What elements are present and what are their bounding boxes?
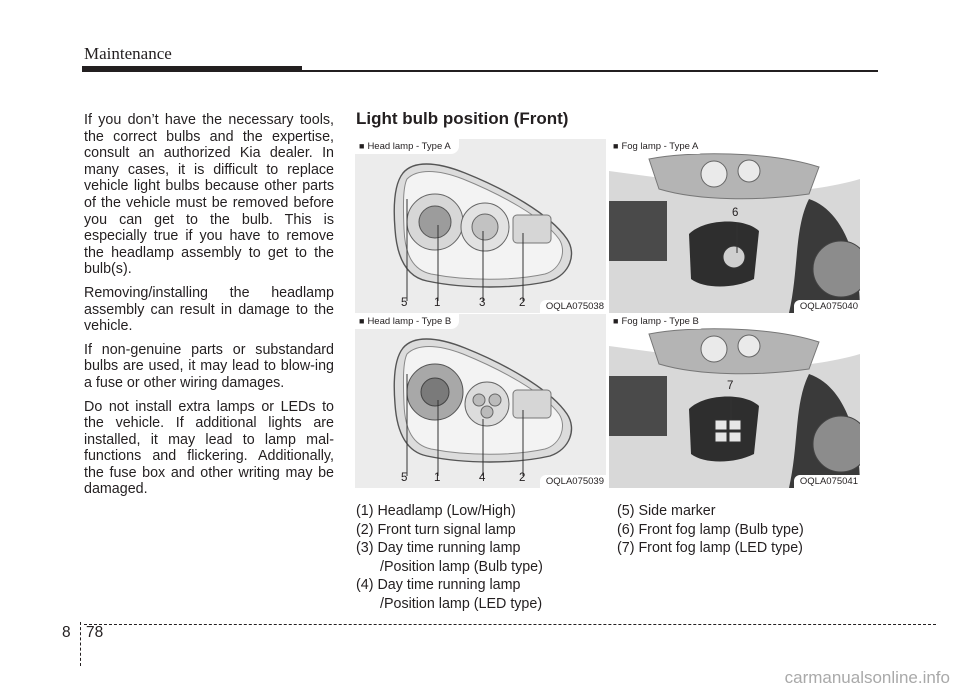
legend-item: (3) Day time running lamp [356,540,521,557]
panel-label: ■Head lamp - Type B [355,314,460,329]
callout-number: 4 [479,472,486,484]
legend-item: (2) Front turn signal lamp [356,521,516,538]
headlamp-type-a-illustration: ■Head lamp - Type A 5 1 3 2 OQLA075038 [355,139,606,313]
body-text-column: If you don’t have the necessary tools, t… [84,112,334,505]
header-rule-thick [82,66,302,72]
panel-label: ■Fog lamp - Type B [609,314,707,329]
legend-item-continuation: /Position lamp (LED type) [380,595,543,612]
page-number: 78 [86,624,104,641]
foglamp-type-a-photo: ■Fog lamp - Type A 6 OQLA075040 [609,139,860,313]
panel-label: ■Fog lamp - Type A [609,139,707,154]
callout-number: 7 [727,380,734,392]
foglamp-type-b-photo: ■Fog lamp - Type B 7 OQLA075041 [609,314,860,488]
legend-left: (1) Headlamp (Low/High) (2) Front turn s… [356,502,543,614]
callout-number: 6 [732,207,739,219]
figure-code: OQLA075038 [539,300,606,313]
callout-number: 5 [401,472,408,484]
paragraph-tools: If you don’t have the necessary tools, t… [84,112,334,278]
section-number: 8 [62,624,71,641]
figure-code: OQLA075040 [793,300,860,313]
callout-number: 2 [519,472,526,484]
callout-number: 5 [401,297,408,309]
legend-item: (5) Side marker [617,503,716,519]
section-title: Light bulb position (Front) [356,109,569,128]
panel-label: ■Head lamp - Type A [355,139,459,154]
watermark: carmanualsonline.info [784,668,950,687]
headlamp-type-b-illustration: ■Head lamp - Type B 5 1 4 2 OQLA075039 [355,314,606,488]
figure-code: OQLA075039 [539,475,606,488]
footer-rule [84,624,936,625]
legend-right: (5) Side marker (6) Front fog lamp (Bulb… [617,502,804,558]
paragraph-damage: Removing/installing the headlamp assembl… [84,284,334,335]
figure-code: OQLA075041 [793,475,860,488]
legend-item: (1) Headlamp (Low/High) [356,503,516,519]
callout-number: 2 [519,297,526,309]
paragraph-non-genuine: If non-genuine parts or substandard bulb… [84,341,334,391]
legend-item: (6) Front fog lamp (Bulb type) [617,521,804,538]
callout-number: 1 [434,472,441,484]
callout-number: 1 [434,297,441,309]
legend-item-continuation: /Position lamp (Bulb type) [380,558,543,575]
header-rule-thin [302,70,878,72]
footer-divider [80,622,81,666]
paragraph-extra-lamps: Do not install extra lamps or LEDs to th… [84,398,334,498]
header-title: Maintenance [84,44,172,63]
callout-number: 3 [479,297,486,309]
legend-item: (4) Day time running lamp [356,577,521,594]
legend-item: (7) Front fog lamp (LED type) [617,540,803,557]
